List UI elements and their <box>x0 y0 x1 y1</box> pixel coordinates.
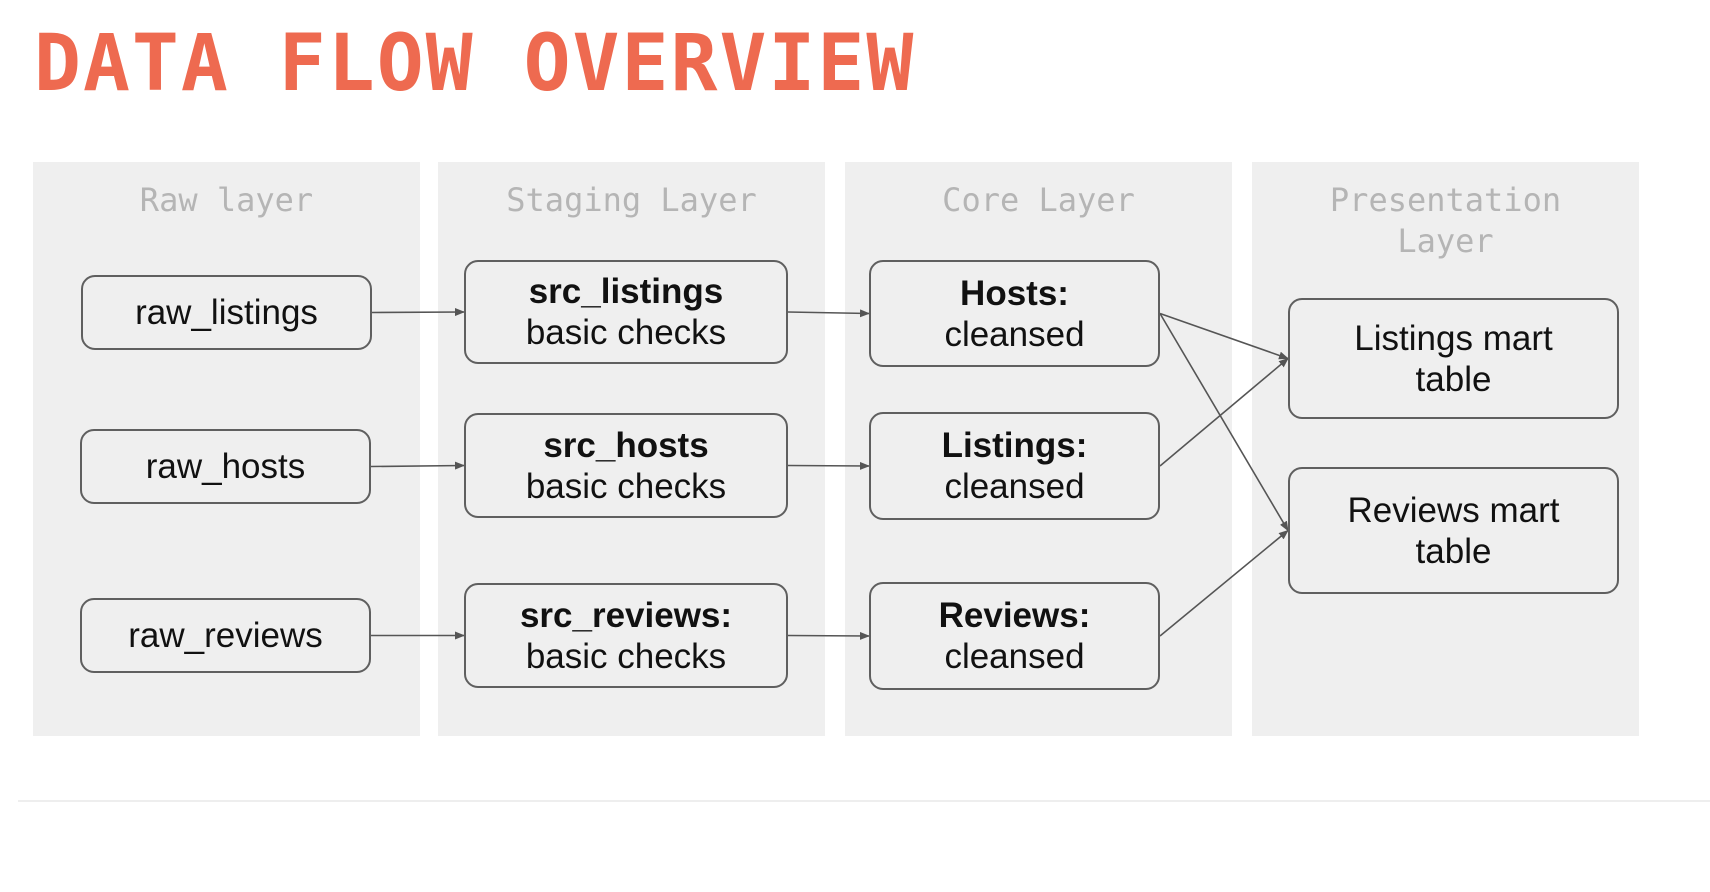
node-subtitle: basic checks <box>525 466 727 506</box>
node-src-reviews: src_reviews: basic checks <box>464 583 788 688</box>
node-src-listings: src_listings basic checks <box>464 260 788 364</box>
node-label: Listings mart table <box>1354 318 1553 399</box>
node-title: Hosts: <box>960 273 1069 313</box>
node-label: Reviews mart table <box>1347 490 1560 571</box>
divider <box>18 800 1710 802</box>
column-title-staging: Staging Layer <box>506 181 757 219</box>
node-reviews-cleansed: Reviews: cleansed <box>869 582 1160 690</box>
node-title: Listings: <box>941 426 1088 465</box>
node-label: raw_hosts <box>145 447 306 486</box>
node-hosts-cleansed: Hosts: cleansed <box>869 260 1160 367</box>
node-raw-reviews: raw_reviews <box>80 598 371 673</box>
node-raw-listings: raw_listings <box>81 275 372 350</box>
node-listings-cleansed: Listings: cleansed <box>869 412 1160 520</box>
node-title: src_listings <box>528 272 724 311</box>
node-subtitle: cleansed <box>944 314 1085 354</box>
node-subtitle: basic checks <box>525 636 727 676</box>
node-subtitle: cleansed <box>944 467 1085 506</box>
node-reviews-mart: Reviews mart table <box>1288 467 1619 594</box>
column-title-presentation: Presentation Layer <box>1329 181 1562 260</box>
page-title: DATA FLOW OVERVIEW <box>34 19 916 109</box>
node-src-hosts: src_hosts basic checks <box>464 413 788 518</box>
column-presentation-layer: Presentation Layer <box>1252 162 1639 736</box>
node-listings-mart: Listings mart table <box>1288 298 1619 419</box>
node-subtitle: basic checks <box>525 313 727 352</box>
node-title: Reviews: <box>938 596 1091 635</box>
node-label: raw_listings <box>135 293 318 332</box>
column-title-raw: Raw layer <box>139 181 314 219</box>
node-label: raw_reviews <box>128 616 323 655</box>
node-title: src_hosts <box>543 425 709 465</box>
column-title-core: Core Layer <box>942 181 1135 219</box>
node-raw-hosts: raw_hosts <box>80 429 371 504</box>
node-subtitle: cleansed <box>944 637 1085 676</box>
node-title: src_reviews: <box>519 595 733 635</box>
